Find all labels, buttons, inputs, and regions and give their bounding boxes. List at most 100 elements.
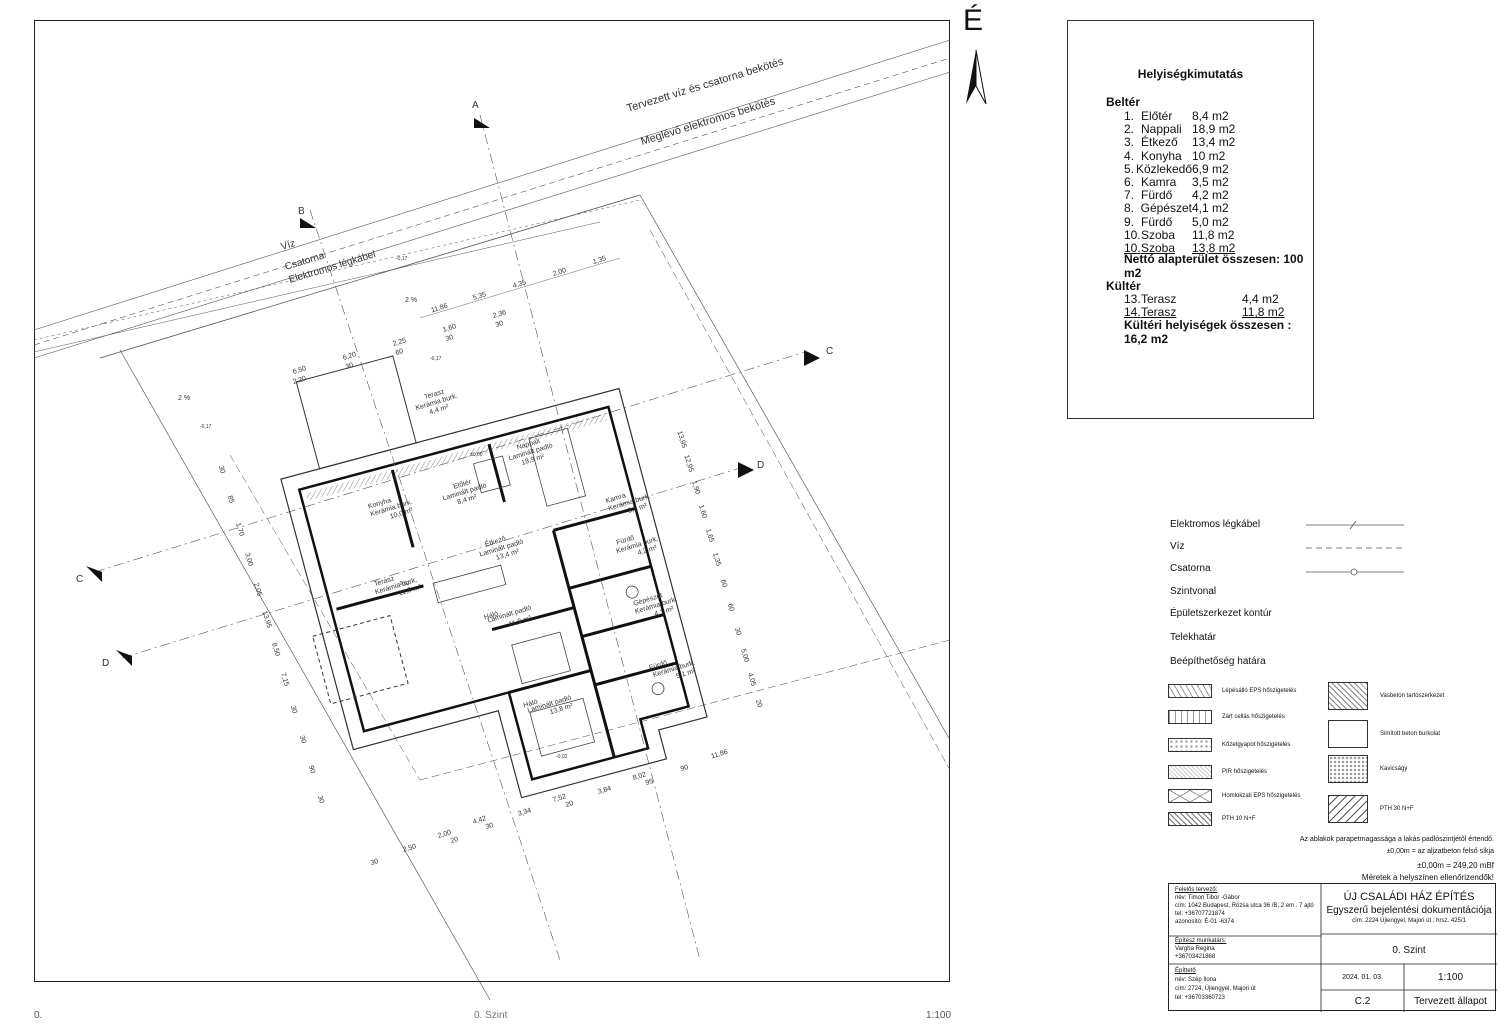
building-outer-contour (280, 387, 708, 799)
section-label-c-left: C (76, 574, 83, 585)
section-mark-triangles (86, 118, 820, 666)
dimension-value: 2,00 (552, 267, 567, 278)
dimension-value: 30 (289, 705, 298, 715)
note: ±0,00m = az aljzatbeton felső síkja (1386, 848, 1494, 855)
schedule-room-number: 2. (1124, 122, 1135, 137)
hatch-legend-item: PTH 10 N+F (1168, 812, 1256, 826)
schedule-row: 1. Előtér 8,4 m2 (1124, 109, 1229, 123)
hatch-legend-item: Vasbeton tartószerkezet (1328, 682, 1444, 710)
dimension-value: 5,00 (739, 648, 750, 663)
hatch-label: Simított beton burkolat (1380, 731, 1441, 737)
schedule-room-number: 6. (1124, 175, 1135, 189)
legend-label: Épületszerkezet kontúr (1170, 608, 1272, 619)
schedule-room-label: Étkező (1141, 135, 1178, 150)
slope-label: 2 % (405, 297, 417, 304)
schedule-room-area: 4,2 m2 (1192, 188, 1229, 203)
schedule-room-area: 11,8 m2 (1192, 227, 1235, 242)
schedule-room-area: 11,8 m2 (1242, 305, 1285, 320)
legend-label: Beépíthetőség határa (1170, 656, 1266, 667)
dimension-value: 60 (726, 603, 735, 613)
dimension-value: 30 (298, 735, 307, 745)
hatch-label: Homlokzati EPS hőszigetelés (1222, 793, 1301, 799)
client-line: tel: +36703360723 (1175, 995, 1225, 1001)
sheet-number: C.2 (1354, 996, 1371, 1007)
schedule-room-number: 13. (1124, 292, 1141, 306)
schedule-room-label: Fürdő (1141, 188, 1173, 203)
hatch-legend-item: Kőzetgyapot hőszigetelés (1168, 738, 1290, 752)
footer-scale: 1:100 (926, 1010, 952, 1021)
dimension-value: 1,65 (704, 528, 715, 543)
dimension-value: 1,60 (697, 504, 708, 519)
schedule-room-label: Előtér (1141, 109, 1173, 123)
dimension-value: 90 (680, 764, 690, 773)
dimension-value: 20 (450, 836, 460, 845)
label-water: Víz (280, 238, 297, 253)
room-labels: Terasz Kerámia burk. 4,4 m² Nappali Lami… (367, 388, 697, 716)
schedule-row: 13.Terasz 4,4 m2 (1124, 292, 1279, 306)
assistant-line: +36703421868 (1175, 954, 1216, 960)
schedule-room-number: 3. (1124, 135, 1135, 150)
level-value: -0,02 (556, 754, 568, 760)
dimension-value: 6,20 (342, 351, 357, 362)
schedule-room-label: Terasz (1141, 292, 1177, 306)
dimension-value: 30 (345, 362, 355, 371)
schedule-room-label: Fürdő (1141, 214, 1173, 229)
level-value: ±0,00 (470, 452, 483, 458)
schedule-room-area: 8,4 m2 (1192, 109, 1229, 123)
schedule-room-number: 1. (1124, 109, 1135, 123)
schedule-room-area: 3,5 m2 (1192, 175, 1229, 189)
schedule-room-label: Közlekedő (1135, 161, 1192, 176)
hatch-legend-item: Lépésálló EPS hőszigetelés (1168, 684, 1296, 698)
dimension-value: 30 (445, 334, 455, 343)
schedule-room-label: Szoba (1141, 241, 1176, 255)
schedule-room-area: 18,9 m2 (1192, 122, 1236, 137)
dimension-value: 3,34 (517, 807, 532, 818)
dimension-value: 2,20 (292, 375, 307, 386)
hatch-legend-item: Zárt cellás hőszigetelés (1168, 710, 1285, 724)
level-value: -0,02 (398, 581, 410, 587)
legend-label: Elektromos légkábel (1170, 519, 1261, 530)
dimension-value: 20 (565, 800, 575, 809)
utility-lines (33, 39, 951, 359)
dimension-value: 2,50 (402, 843, 417, 854)
room-name: Háló (523, 699, 539, 710)
dimension-value: 2,36 (492, 309, 507, 320)
sheet-name: 0. Szint (1392, 945, 1426, 956)
legend-label: Víz (1170, 541, 1185, 552)
hatch-swatch (1168, 710, 1212, 724)
hatch-swatch (1168, 738, 1212, 752)
designer-line: azonosító: É-01 -6374 (1175, 919, 1235, 925)
client-line: cím: 2724, Újlengyel, Majori út (1175, 986, 1256, 992)
dimension-value: 1,60 (442, 323, 457, 334)
hatch-label: Zárt cellás hőszigetelés (1222, 714, 1285, 720)
dimension-value: 6,50 (292, 365, 307, 376)
client-heading: Építtető (1175, 968, 1196, 974)
sheet-frame (34, 20, 950, 982)
schedule-room-label: Terasz (1141, 305, 1177, 320)
designer-line: tel: +36707721874 (1175, 911, 1225, 917)
north-label: É (963, 4, 984, 37)
dimension-value: 1,90 (690, 480, 701, 495)
section-lines (94, 114, 806, 961)
dimension-value: 2,00 (437, 829, 452, 840)
schedule-room-area: 5,0 m2 (1192, 214, 1229, 229)
dimension-value: 60 (395, 348, 405, 357)
schedule-room-number: 10. (1124, 227, 1141, 242)
legend-label: Csatorna (1170, 563, 1211, 574)
building (280, 355, 708, 799)
section-label-c-right: C (826, 346, 833, 357)
footer-sheet-name: 0. Szint (474, 1010, 508, 1021)
project-title: ÚJ CSALÁDI HÁZ ÉPÍTÉS (1343, 891, 1475, 903)
schedule-room-area: 4,4 m2 (1242, 292, 1279, 306)
dimension-chains: 11,865,354,352,001,356,506,202,251,602,3… (200, 255, 763, 867)
hatch-label: PTH 30 N+F (1380, 806, 1414, 812)
inside-total: Nettó alapterület összesen: 100 m2 (1124, 252, 1304, 280)
date: 2024. 01. 03. (1342, 974, 1383, 981)
note: Méretek a helyszínen ellenőrizendők! (1361, 873, 1494, 882)
